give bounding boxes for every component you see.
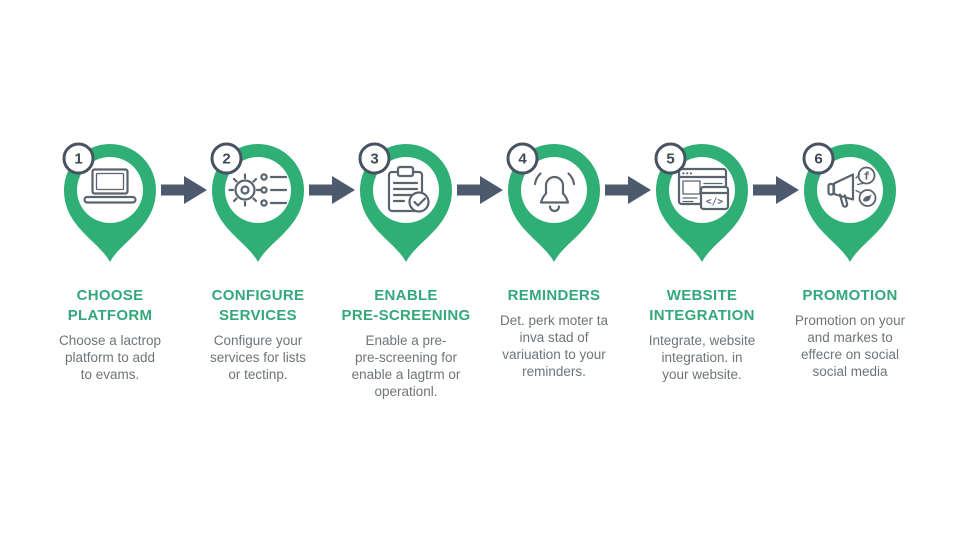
- step-description: Det. perk moter ta inva stad of variuati…: [499, 312, 609, 380]
- step-description: Promotion on your and markes to effecre …: [794, 312, 906, 380]
- pin-inner-circle: [521, 157, 587, 223]
- step-pin-4: 4: [480, 132, 628, 272]
- step-number-badge: [358, 142, 391, 175]
- arrow-right-icon: [605, 176, 651, 204]
- step-description: Configure your services for lists or tec…: [209, 332, 307, 382]
- laptop-icon: [83, 168, 137, 204]
- step-title: ENABLE PRE-SCREENING: [341, 287, 471, 324]
- step-title: CHOOSE PLATFORM: [67, 287, 153, 324]
- step-number: 6: [814, 151, 822, 168]
- pin-graphic-1: 1: [62, 142, 156, 262]
- gear-list-icon: [228, 173, 288, 207]
- step-title: REMINDERS: [507, 287, 601, 304]
- arrow-right-icon: [161, 176, 207, 204]
- arrow-right-icon: [457, 176, 503, 204]
- step-title: CONFIGURE SERVICES: [211, 287, 305, 324]
- pin-graphic-5: </> 5: [654, 142, 748, 262]
- step-text-2: CONFIGURE SERVICES Configure your servic…: [184, 272, 332, 400]
- step-text-5: WEBSITE INTEGRATION Integrate, website i…: [628, 272, 776, 400]
- step-pin-3: 3: [332, 132, 480, 272]
- step-number-badge: [62, 142, 95, 175]
- step-description: Enable a pre- pre-screening for enable a…: [351, 332, 461, 400]
- svg-text:f: f: [863, 170, 870, 183]
- step-description: Integrate, website integration. in your …: [648, 332, 756, 382]
- pin-graphic-2: 2: [210, 142, 304, 262]
- megaphone-social-icon: f: [827, 166, 877, 208]
- step-number: 3: [370, 151, 378, 168]
- text-row: CHOOSE PLATFORM Choose a lactrop platfor…: [36, 272, 924, 400]
- arrow-right-icon: [309, 176, 355, 204]
- step-number: 2: [222, 151, 230, 168]
- bell-icon: [533, 172, 576, 213]
- step-text-4: REMINDERS Det. perk moter ta inva stad o…: [480, 272, 628, 400]
- step-text-3: ENABLE PRE-SCREENING Enable a pre- pre-s…: [332, 272, 480, 400]
- step-number: 4: [518, 151, 527, 168]
- process-diagram: 1 2: [36, 0, 924, 400]
- step-number-badge: [654, 142, 687, 175]
- step-title: PROMOTION: [802, 287, 898, 304]
- step-description: Choose a lactrop platform to add to evam…: [58, 332, 162, 382]
- svg-text:</>: </>: [706, 197, 723, 208]
- step-pin-5: </> 5: [628, 132, 776, 272]
- pin-graphic-3: 3: [358, 142, 452, 262]
- website-code-icon: </>: [677, 167, 730, 211]
- clipboard-check-icon: [387, 165, 430, 213]
- pin-graphic-6: f 6: [802, 142, 896, 262]
- arrow-right-icon: [753, 176, 799, 204]
- step-number: 1: [74, 151, 82, 168]
- step-pin-1: 1: [36, 132, 184, 272]
- pin-graphic-4: 4: [506, 142, 600, 262]
- step-number-badge: [210, 142, 243, 175]
- step-text-1: CHOOSE PLATFORM Choose a lactrop platfor…: [36, 272, 184, 400]
- step-number-badge: [802, 142, 835, 175]
- pins-row: 1 2: [36, 132, 924, 272]
- step-number-badge: [506, 142, 539, 175]
- step-text-6: PROMOTION Promotion on your and markes t…: [776, 272, 924, 400]
- step-pin-2: 2: [184, 132, 332, 272]
- step-number: 5: [666, 151, 674, 168]
- step-title: WEBSITE INTEGRATION: [649, 287, 755, 324]
- step-pin-6: f 6: [776, 132, 924, 272]
